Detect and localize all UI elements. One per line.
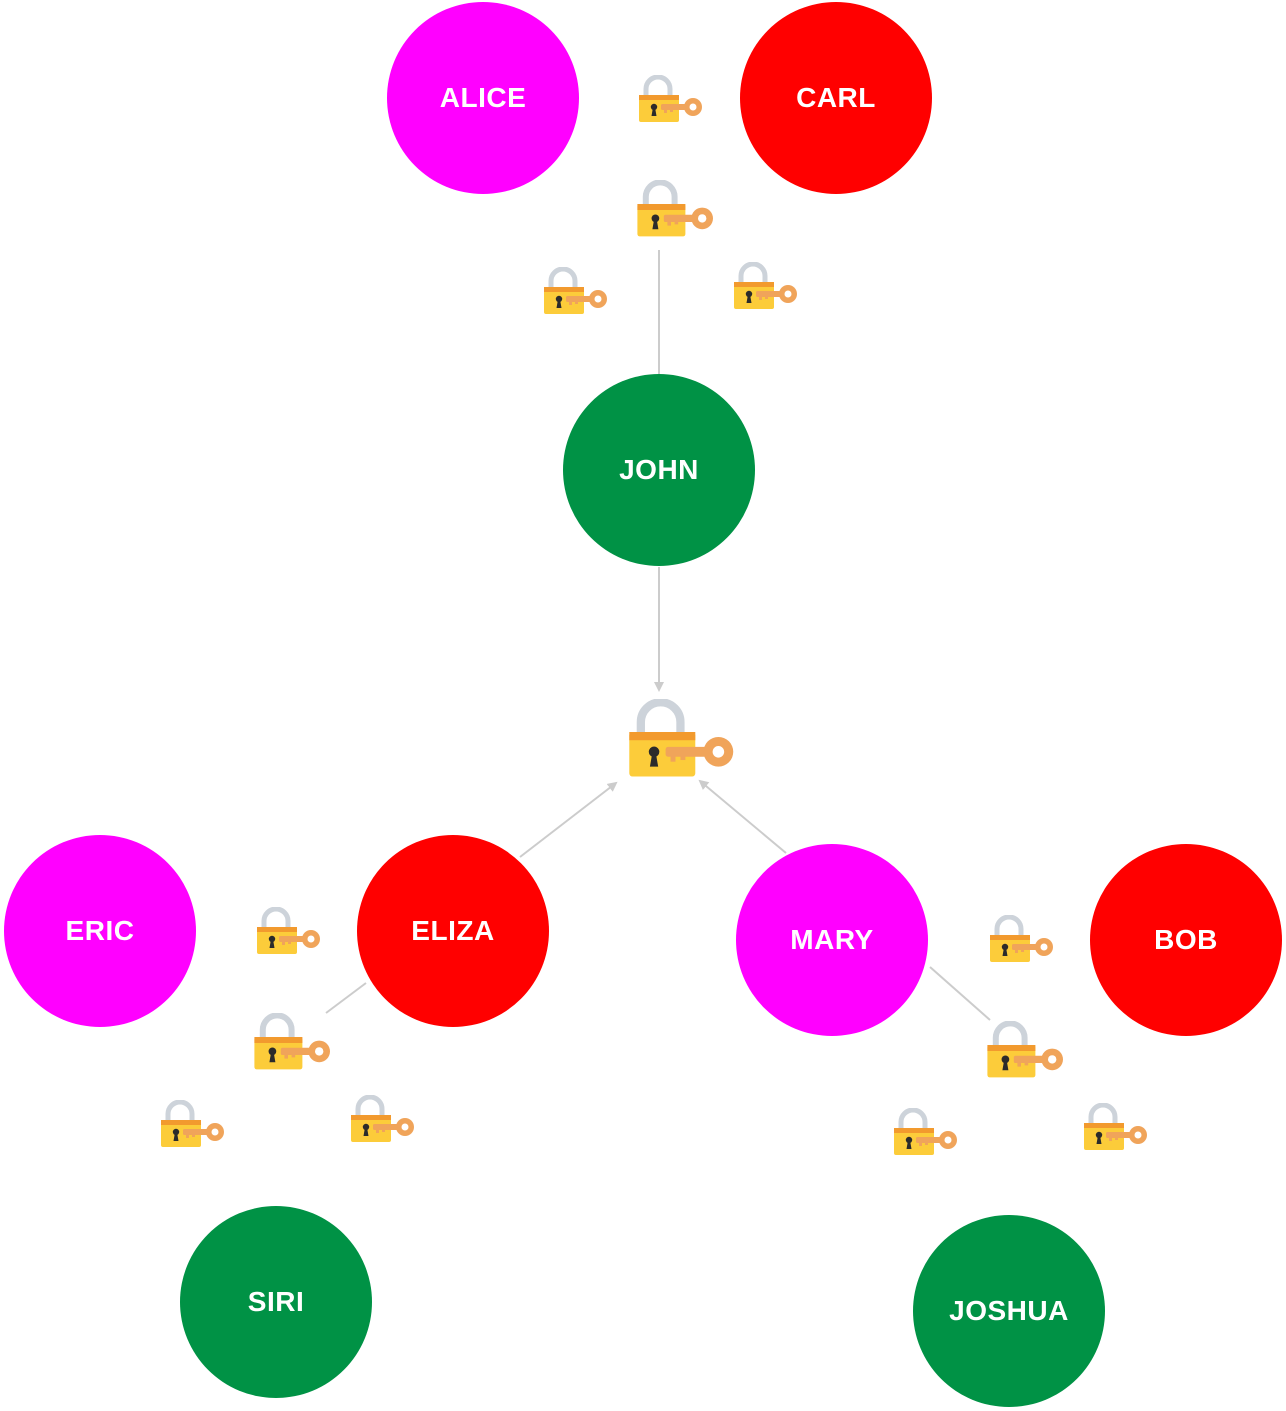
lock-siri-left-lock-with-key-icon[interactable] xyxy=(159,1099,225,1150)
node-label-mary: MARY xyxy=(790,924,874,955)
node-siri[interactable]: SIRI xyxy=(180,1206,372,1398)
node-joshua[interactable]: JOSHUA xyxy=(913,1215,1105,1407)
node-eric[interactable]: ERIC xyxy=(4,835,196,1027)
lock-siri-right-lock-with-key-icon[interactable] xyxy=(349,1094,415,1145)
lock-eric-eliza-lock-with-key-icon[interactable] xyxy=(255,906,321,957)
node-label-eliza: ELIZA xyxy=(411,915,495,946)
lock-top-right-lock-with-key-icon[interactable] xyxy=(732,261,798,312)
node-label-eric: ERIC xyxy=(65,915,135,946)
node-bob[interactable]: BOB xyxy=(1090,844,1282,1036)
lock-right-hub-lock-with-key-icon[interactable] xyxy=(985,1020,1064,1081)
node-label-john: JOHN xyxy=(619,454,699,485)
node-carl[interactable]: CARL xyxy=(740,2,932,194)
edge-eliza-to-left-hub xyxy=(325,982,367,1014)
lock-mary-bob-lock-with-key-icon[interactable] xyxy=(988,914,1054,965)
node-label-bob: BOB xyxy=(1154,924,1218,955)
node-alice[interactable]: ALICE xyxy=(387,2,579,194)
lock-center-lock-with-key-icon[interactable] xyxy=(626,698,735,782)
lock-joshua-left-lock-with-key-icon[interactable] xyxy=(892,1107,958,1158)
lock-joshua-right-lock-with-key-icon[interactable] xyxy=(1082,1102,1148,1153)
node-label-alice: ALICE xyxy=(439,82,527,113)
lock-top-hub-lock-with-key-icon[interactable] xyxy=(635,179,714,240)
node-label-siri: SIRI xyxy=(247,1286,305,1317)
lock-alice-carl-lock-with-key-icon[interactable] xyxy=(637,74,703,125)
edge-mary-to-right-hub xyxy=(929,966,991,1021)
node-john[interactable]: JOHN xyxy=(563,374,755,566)
lock-top-left-lock-with-key-icon[interactable] xyxy=(542,266,608,317)
edge-eliza-to-center-lock xyxy=(519,781,618,858)
lock-left-hub-lock-with-key-icon[interactable] xyxy=(252,1012,331,1073)
node-eliza[interactable]: ELIZA xyxy=(357,835,549,1027)
edge-mary-to-center-lock xyxy=(698,779,787,854)
node-label-carl: CARL xyxy=(796,82,876,113)
node-mary[interactable]: MARY xyxy=(736,844,928,1036)
node-label-joshua: JOSHUA xyxy=(949,1295,1069,1326)
